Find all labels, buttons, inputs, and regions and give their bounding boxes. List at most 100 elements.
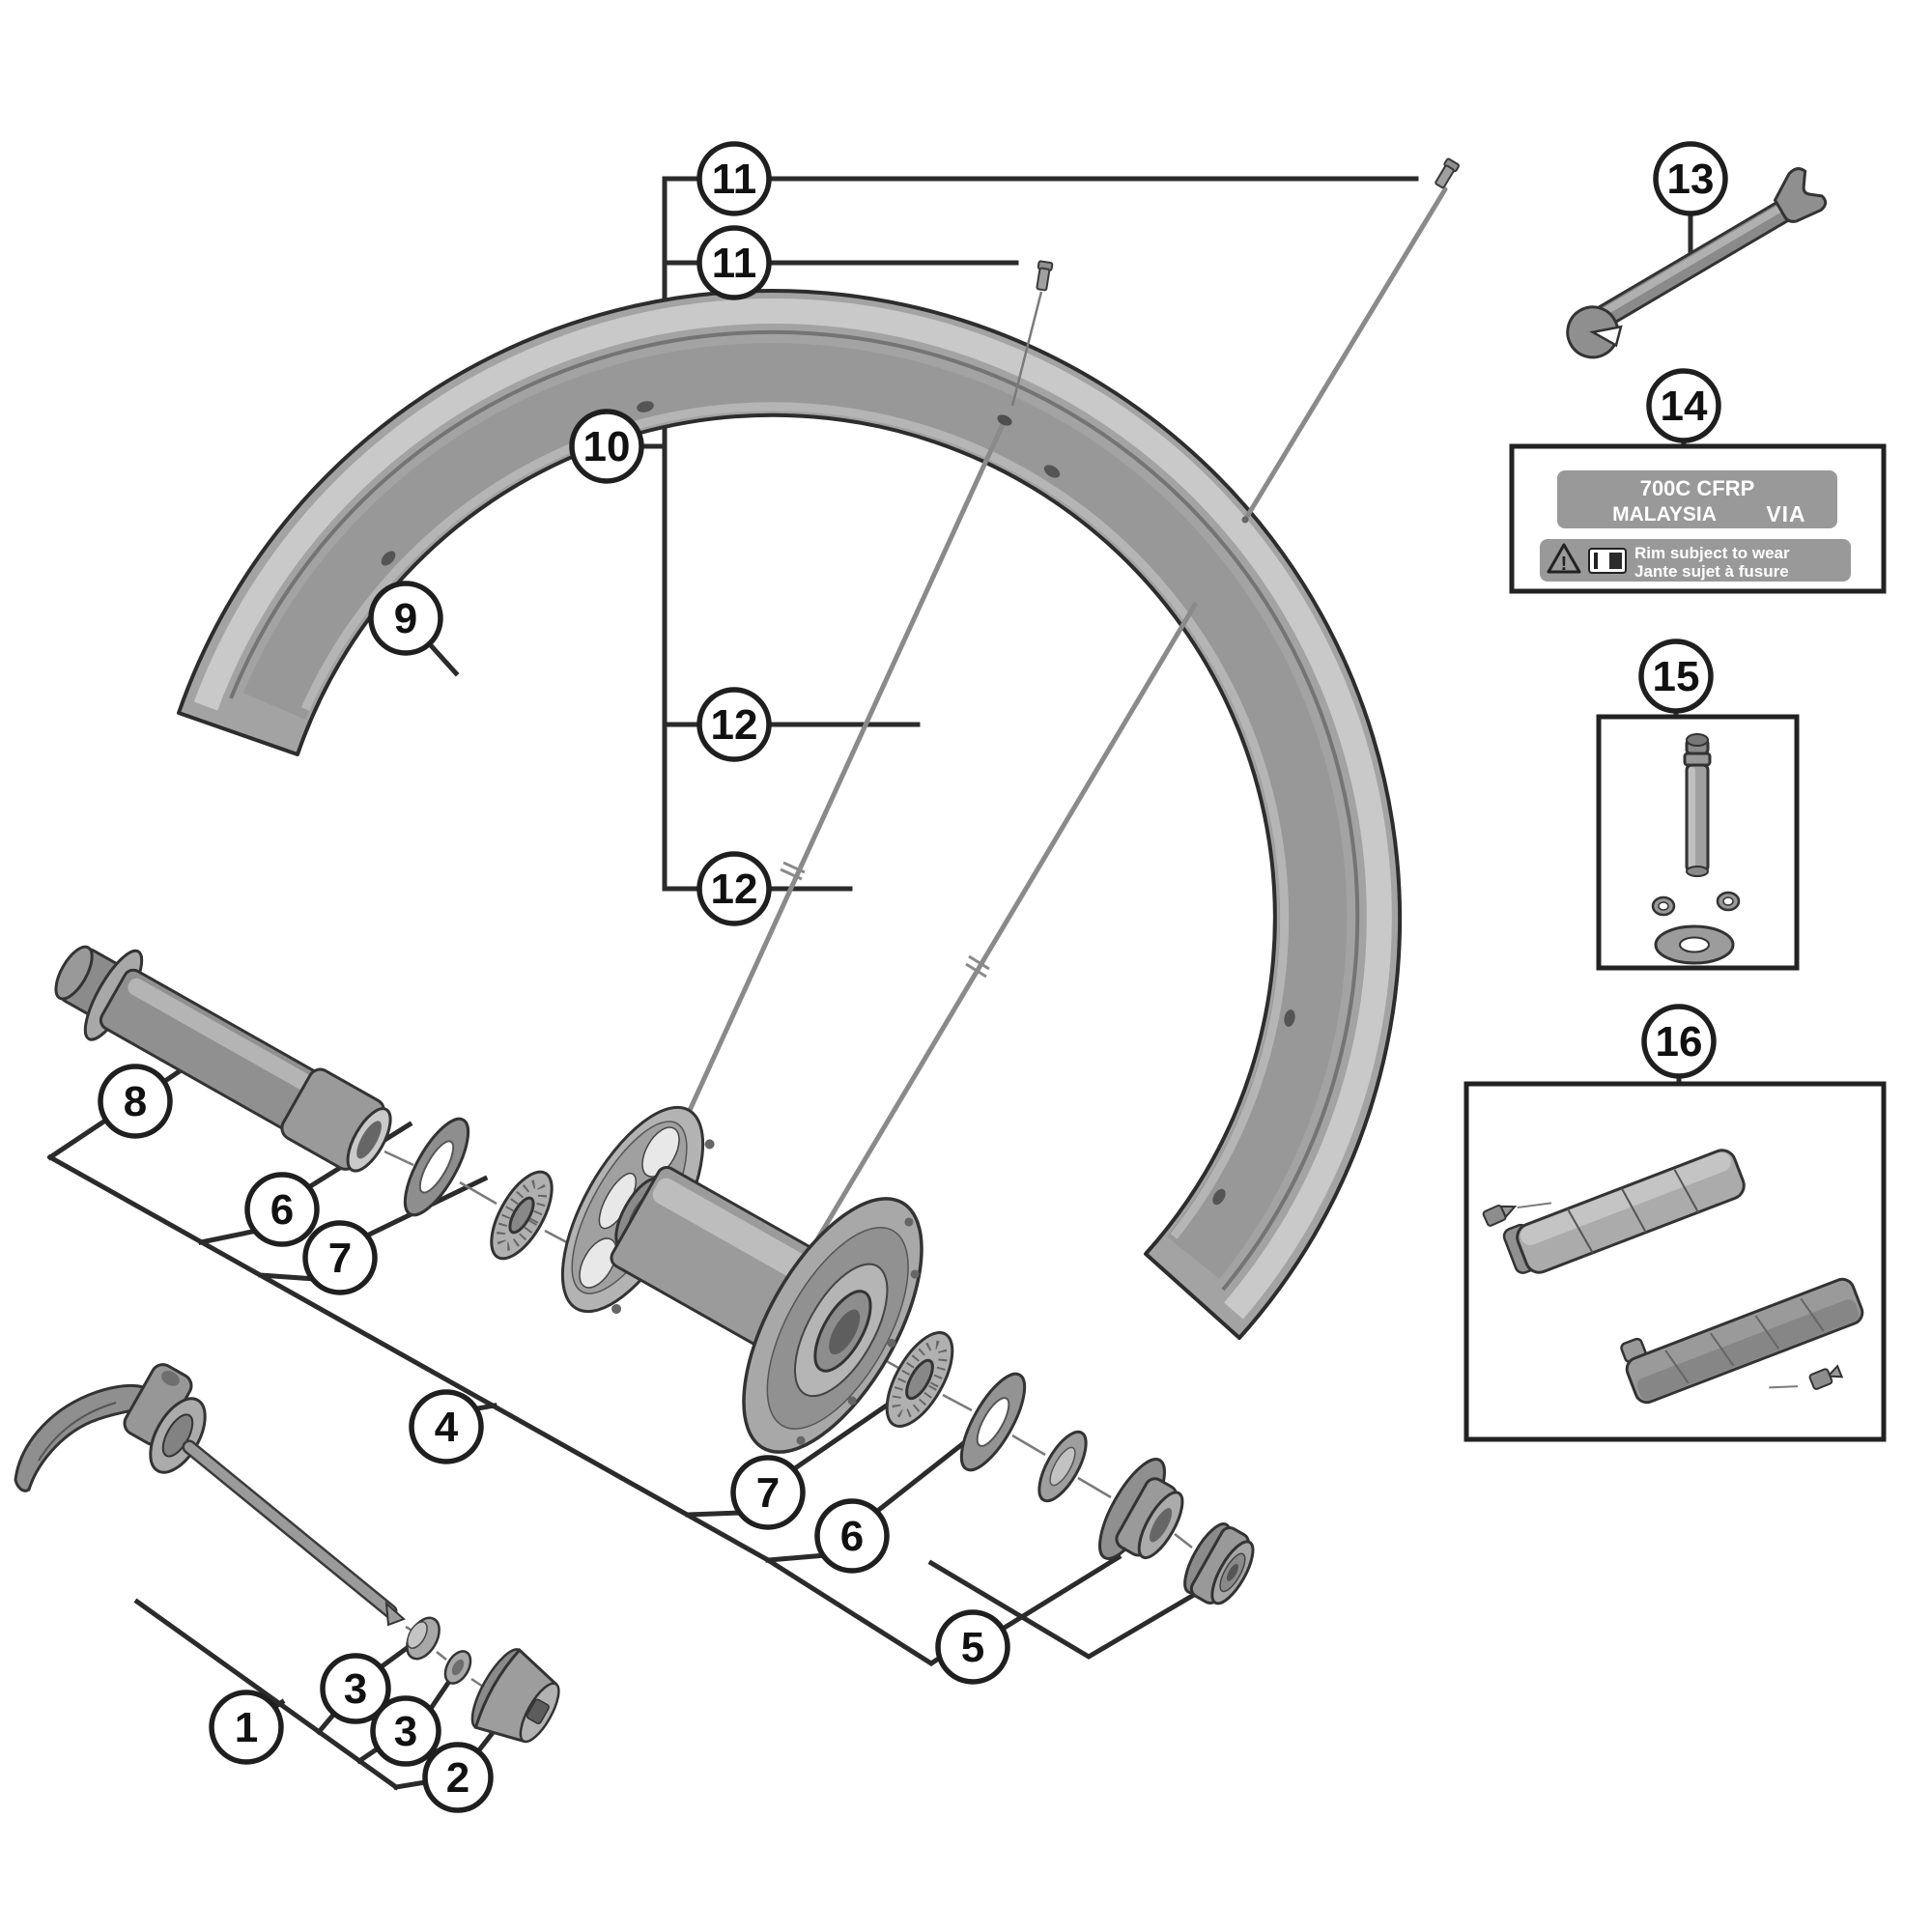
rim-inner-wall bbox=[242, 343, 1348, 1279]
callout-12-a: 12 bbox=[696, 687, 772, 762]
spoke-break-tick bbox=[782, 861, 806, 874]
callout-7-a: 7 bbox=[302, 1220, 378, 1295]
seal-hole bbox=[1049, 1446, 1076, 1487]
svg-text:6: 6 bbox=[840, 1513, 864, 1560]
screw-axis bbox=[1517, 1202, 1551, 1209]
callout-8: 8 bbox=[98, 1064, 173, 1139]
callout-3-b: 3 bbox=[370, 1695, 441, 1767]
svg-text:1: 1 bbox=[235, 1704, 258, 1751]
spoke-wrench bbox=[1566, 167, 1828, 359]
rim-decal-box: 700C CFRP MALAYSIA VIA ! Rim subject to … bbox=[1509, 443, 1887, 594]
bracket-hub-assembly bbox=[46, 1153, 772, 1564]
flange-cutout bbox=[641, 1126, 680, 1178]
hub-body bbox=[560, 1105, 923, 1454]
pad-screw-lower bbox=[1769, 1364, 1844, 1390]
qr-spring-b bbox=[443, 1650, 472, 1685]
book-page-mark bbox=[1594, 553, 1598, 569]
spoke-tip bbox=[1241, 516, 1249, 524]
pointer-bearing-b bbox=[788, 1399, 895, 1474]
chain-5-left bbox=[764, 1556, 944, 1666]
washer-hole bbox=[418, 1140, 455, 1194]
svg-text:3: 3 bbox=[394, 1708, 417, 1755]
qr-body-hole bbox=[161, 1371, 180, 1386]
bearing-hole bbox=[905, 1358, 934, 1401]
quick-release bbox=[14, 1363, 560, 1744]
seal-ring bbox=[1037, 1430, 1088, 1503]
rim-spec-size: 700C CFRP bbox=[1640, 476, 1755, 500]
stub-3b bbox=[355, 1745, 382, 1765]
stub-3a bbox=[315, 1710, 338, 1736]
spoke-break-tick bbox=[968, 954, 990, 971]
nipple-guide-line bbox=[1010, 291, 1043, 407]
callout-11-b: 11 bbox=[696, 225, 772, 300]
stub-2 bbox=[393, 1779, 428, 1790]
nut-square-hole bbox=[526, 1698, 550, 1724]
callout-6-b: 6 bbox=[814, 1498, 890, 1574]
spoke-nipple-top bbox=[1435, 157, 1461, 189]
flange-bore-dark bbox=[829, 1309, 861, 1355]
svg-text:5: 5 bbox=[961, 1624, 984, 1671]
qr-lever-ridge bbox=[38, 1402, 117, 1462]
flange-cutout bbox=[579, 1237, 617, 1289]
valve-washer bbox=[1654, 924, 1735, 965]
svg-text:8: 8 bbox=[124, 1078, 147, 1125]
stub-7b bbox=[685, 1510, 745, 1518]
svg-text:4: 4 bbox=[435, 1404, 459, 1451]
flange-spoke-hole bbox=[847, 1396, 857, 1406]
svg-text:2: 2 bbox=[446, 1754, 469, 1802]
flange-spoke-hole bbox=[611, 1304, 622, 1315]
bearing-hole bbox=[508, 1196, 535, 1235]
flange-spoke-hole bbox=[704, 1139, 715, 1150]
nipple-body bbox=[1036, 267, 1051, 292]
callout-13: 13 bbox=[1653, 141, 1728, 216]
svg-text:15: 15 bbox=[1653, 653, 1700, 700]
axle-bore bbox=[356, 1121, 382, 1159]
rim-inner-edge-highlight bbox=[300, 402, 1290, 1239]
valve-kit-box bbox=[1596, 714, 1800, 971]
valve-extender bbox=[1683, 733, 1712, 877]
screw-tip bbox=[1499, 1205, 1518, 1219]
warning-exclamation: ! bbox=[1561, 554, 1568, 575]
ball-bearing-right bbox=[885, 1331, 954, 1428]
svg-text:11: 11 bbox=[712, 240, 757, 287]
svg-text:11: 11 bbox=[712, 156, 757, 203]
warning-triangle-icon bbox=[1547, 543, 1581, 574]
o-ring-hole bbox=[1658, 901, 1669, 911]
bracket-quick-release bbox=[133, 1598, 400, 1791]
callout-2: 2 bbox=[422, 1742, 494, 1813]
svg-text:3: 3 bbox=[344, 1665, 367, 1713]
spoke-nipple-mid bbox=[1036, 260, 1054, 292]
rim-crease-line bbox=[229, 329, 1360, 1292]
pad-screw-upper bbox=[1482, 1202, 1551, 1227]
rim-brand: VIA bbox=[1766, 501, 1805, 526]
valve-base bbox=[1686, 866, 1709, 877]
qr-spring-a bbox=[406, 1616, 440, 1661]
callout-14: 14 bbox=[1646, 368, 1721, 443]
callout-7-b: 7 bbox=[730, 1455, 806, 1530]
brake-pad-upper bbox=[1502, 1149, 1746, 1274]
valve-cap-top bbox=[1686, 733, 1709, 747]
nipple-seat bbox=[997, 414, 1012, 426]
callout-4: 4 bbox=[409, 1389, 484, 1464]
stub-7a bbox=[258, 1272, 318, 1282]
callout-5: 5 bbox=[935, 1609, 1010, 1685]
wrench-ring-notch bbox=[1589, 325, 1623, 348]
o-ring-hole bbox=[1722, 896, 1734, 906]
pointer-washer-b bbox=[871, 1437, 970, 1517]
valve-collar bbox=[1683, 752, 1712, 767]
callout-9: 9 bbox=[368, 581, 443, 656]
callouts: 11 11 10 12 12 9 8 6 7 4 7 6 5 1 3 3 2 1… bbox=[98, 141, 1728, 1813]
stub-6b bbox=[765, 1552, 829, 1563]
seal-washer-right bbox=[959, 1372, 1027, 1472]
rim-spoke-holes bbox=[381, 401, 1295, 1206]
qr-lever-body bbox=[123, 1363, 193, 1446]
spoke-hole bbox=[1043, 465, 1061, 478]
brake-pad-lower bbox=[1620, 1277, 1864, 1405]
wrench-highlight bbox=[1599, 202, 1788, 317]
rim bbox=[177, 289, 1403, 1340]
spoke-break-tick bbox=[780, 867, 803, 881]
svg-text:14: 14 bbox=[1661, 383, 1708, 430]
valve-o-rings bbox=[1651, 891, 1741, 917]
